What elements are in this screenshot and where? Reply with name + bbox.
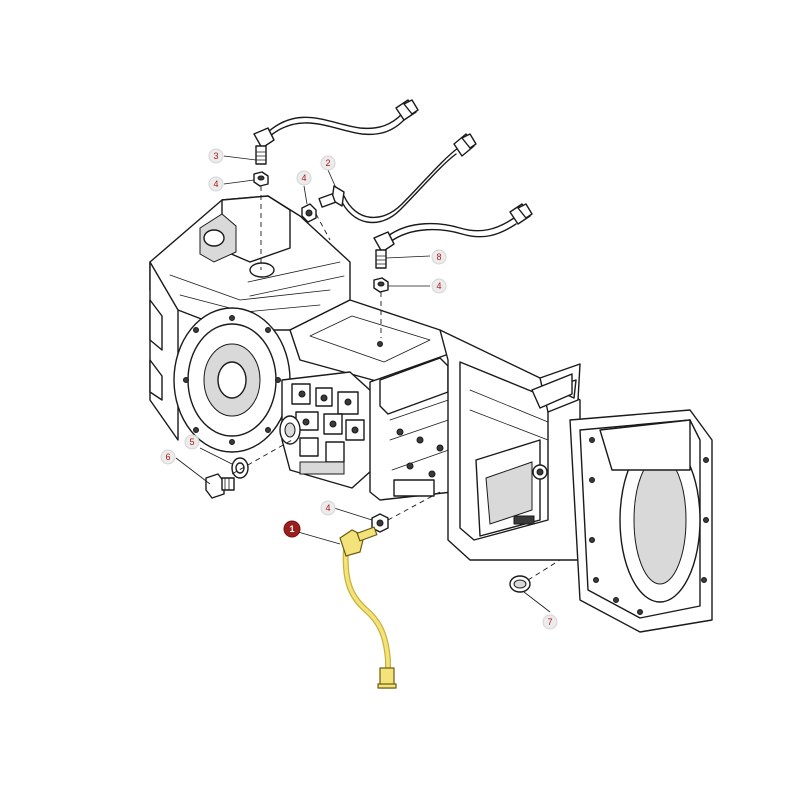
callout-4-label: 4 — [213, 179, 218, 189]
callout-4-upper-left[interactable]: 4 — [208, 176, 224, 192]
callout-6-label: 6 — [165, 452, 170, 462]
callout-4-label: 4 — [436, 281, 441, 291]
callout-3[interactable]: 3 — [208, 148, 224, 164]
callout-5-label: 5 — [189, 437, 194, 447]
callout-3-label: 3 — [213, 151, 218, 161]
sensor-cable-front — [373, 203, 533, 269]
callout-1-label: 1 — [289, 524, 294, 534]
sealing-washer — [231, 457, 249, 479]
callout-5[interactable]: 5 — [184, 434, 200, 450]
callout-4-label: 4 — [301, 173, 306, 183]
callout-8-circle — [431, 249, 447, 265]
leader-lines — [175, 155, 551, 613]
nut-right — [373, 277, 389, 293]
sensor-cable-rear — [253, 99, 419, 165]
callout-2-label: 2 — [325, 158, 330, 168]
callout-2-circle — [320, 155, 336, 171]
highlighted-pipe-item-1[interactable] — [339, 526, 397, 689]
callout-6-circle — [160, 449, 176, 465]
nut-upper-left — [253, 171, 269, 187]
sensor-cable-middle — [318, 133, 477, 224]
transmission-housing — [149, 195, 713, 633]
callout-6[interactable]: 6 — [160, 449, 176, 465]
callout-4-right[interactable]: 4 — [431, 278, 447, 294]
callout-1-circle — [283, 520, 301, 538]
callout-4-circle — [296, 170, 312, 186]
callout-8-label: 8 — [436, 252, 441, 262]
callout-4-circle — [431, 278, 447, 294]
callout-8[interactable]: 8 — [431, 249, 447, 265]
callout-7[interactable]: 7 — [542, 614, 558, 630]
valve-block — [279, 371, 373, 489]
nut-middle — [301, 203, 317, 223]
callout-2[interactable]: 2 — [320, 155, 336, 171]
callout-1[interactable]: 1 — [283, 520, 301, 538]
callout-7-circle — [542, 614, 558, 630]
callout-4-middle[interactable]: 4 — [296, 170, 312, 186]
plug-item-7 — [509, 575, 531, 593]
callout-7-label: 7 — [547, 617, 552, 627]
callout-3-circle — [208, 148, 224, 164]
assembly-lines — [231, 186, 561, 581]
callout-5-circle — [184, 434, 200, 450]
callout-4-label: 4 — [325, 503, 330, 513]
callout-4-circle — [320, 500, 336, 516]
callout-4-circle — [208, 176, 224, 192]
drain-plug — [205, 473, 235, 499]
callout-4-lower[interactable]: 4 — [320, 500, 336, 516]
